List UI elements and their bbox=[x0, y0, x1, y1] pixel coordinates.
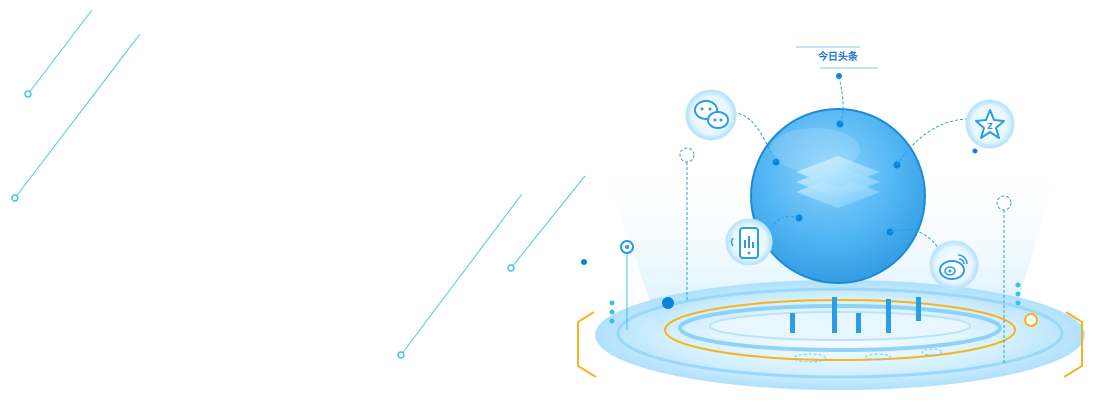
base-platform bbox=[595, 280, 1085, 390]
weibo-icon bbox=[929, 240, 979, 290]
toutiao-label: 今日头条 bbox=[817, 50, 859, 63]
stacked-layers-icon bbox=[796, 156, 880, 208]
toutiao-logo: 今日头条 bbox=[796, 46, 878, 69]
svg-text:Z: Z bbox=[987, 122, 993, 131]
wechat-icon bbox=[685, 89, 737, 141]
meteor-lines bbox=[11, 9, 586, 359]
side-brackets bbox=[577, 311, 1083, 378]
qzone-star-icon: Z bbox=[965, 99, 1015, 149]
phone-chart-icon bbox=[725, 218, 773, 266]
markers bbox=[581, 147, 1038, 365]
bar-columns bbox=[790, 297, 921, 333]
